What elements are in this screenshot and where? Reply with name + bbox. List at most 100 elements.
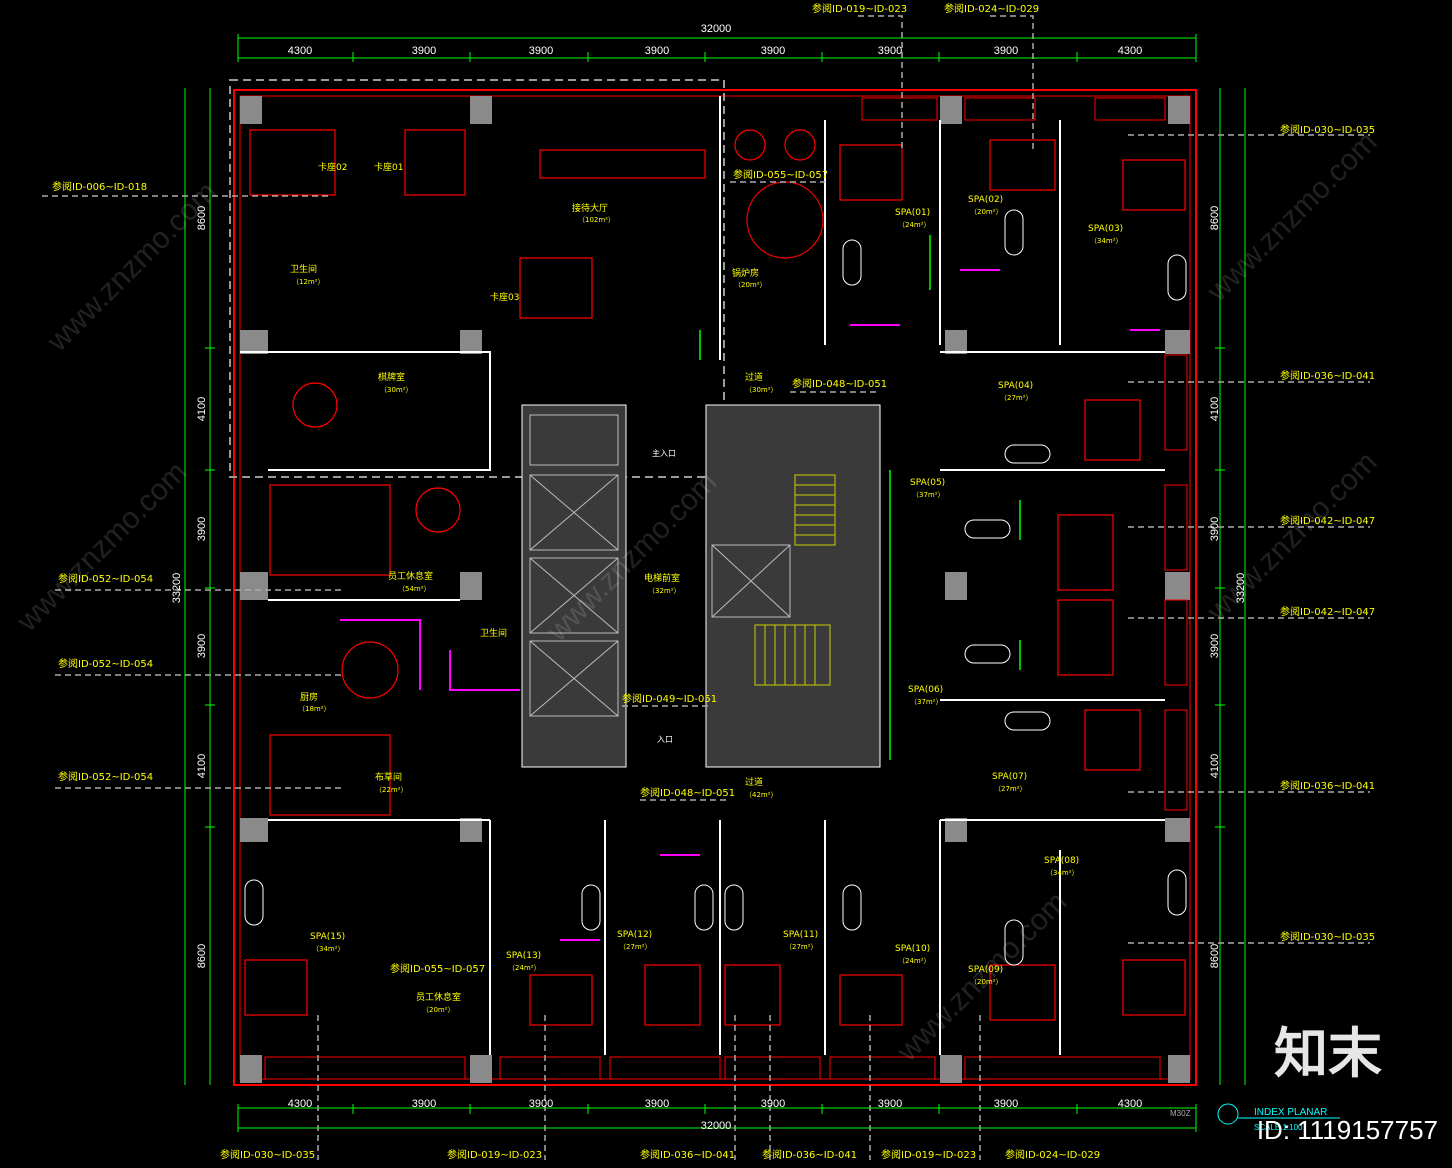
ref-left-4: 参阅ID-052~ID-054 (58, 770, 153, 783)
room-spa-06-area: （37m²） (910, 698, 943, 706)
dim-right-1: 8600 (1209, 206, 1221, 230)
room-spa-13: SPA(13) (506, 951, 541, 961)
ref-bottom-1: 参阅ID-030~ID-035 (220, 1148, 315, 1161)
room-spa-15-area: （34m²） (312, 945, 345, 953)
room-staff-rest2: 员工休息室 (416, 991, 461, 1003)
brand-watermark: 知末 (1274, 1022, 1382, 1085)
partitions (340, 269, 1160, 941)
dim-total-right: 33200 (1235, 573, 1247, 604)
ref-top-1: 参阅ID-019~ID-023 (812, 2, 907, 15)
ref-top-2: 参阅ID-024~ID-029 (944, 2, 1039, 15)
room-spa-03: SPA(03) (1088, 224, 1123, 234)
label-entrance: 入口 (657, 735, 673, 744)
room-spa-13-area: （24m²） (508, 964, 541, 972)
room-spa-04-area: （27m²） (1000, 394, 1033, 402)
dim-left-5: 4100 (196, 754, 208, 778)
room-corridor-top: 过道 (745, 371, 763, 383)
room-spa-09: SPA(09) (968, 965, 1003, 975)
ref-left-1: 参阅ID-006~ID-018 (52, 180, 147, 193)
room-kxiang01: 卡座01 (374, 161, 403, 173)
dim-top-1: 4300 (288, 45, 312, 57)
ref-left-2: 参阅ID-052~ID-054 (58, 572, 153, 585)
ref-inner-1: 参阅ID-055~ID-057 (733, 168, 828, 181)
dim-left-1: 8600 (196, 206, 208, 230)
index-title: INDEX PLANAR (1254, 1107, 1327, 1118)
index-sheet: M30Z (1170, 1109, 1191, 1118)
room-elevator: 电梯前室 (644, 572, 680, 584)
room-chess: 棋牌室 (378, 371, 405, 383)
room-toilet2: 卫生间 (480, 627, 507, 639)
room-spa-05: SPA(05) (910, 478, 945, 488)
room-spa-08-area: （34m²） (1046, 869, 1079, 877)
room-elevator-area: （32m²） (648, 587, 681, 595)
room-spa-11-area: （27m²） (785, 943, 818, 951)
dim-right-2: 4100 (1209, 397, 1221, 421)
dim-bottom-6: 3900 (878, 1098, 902, 1110)
index-tag: INDEX PLANAR SCALE 1:100 M30Z (1170, 1103, 1340, 1132)
dim-top-2: 3900 (412, 45, 436, 57)
ref-bottom-4: 参阅ID-036~ID-041 (762, 1148, 857, 1161)
room-spa-09-area: （20m²） (970, 978, 1003, 986)
dim-top-8: 4300 (1118, 45, 1142, 57)
dimension-lines (184, 34, 1246, 1132)
dim-bottom-5: 3900 (761, 1098, 785, 1110)
ref-left-3: 参阅ID-052~ID-054 (58, 657, 153, 670)
room-linen-area: （22m²） (375, 786, 408, 794)
dim-bottom-4: 3900 (645, 1098, 669, 1110)
room-spa-05-area: （37m²） (912, 491, 945, 499)
room-reception-area: （102m²） (578, 216, 615, 224)
room-chess-area: （30m²） (380, 386, 413, 394)
room-kxiang02: 卡座02 (318, 161, 347, 173)
ref-bottom-2: 参阅ID-019~ID-023 (447, 1148, 542, 1161)
room-staff-rest-area: （54m²） (398, 585, 431, 593)
ref-bottom-3: 参阅ID-036~ID-041 (640, 1148, 735, 1161)
ref-inner-3: 参阅ID-049~ID-051 (622, 692, 717, 705)
room-kxiang03: 卡座03 (490, 291, 519, 303)
room-spa-12: SPA(12) (617, 930, 652, 940)
dim-total-left: 33200 (171, 573, 183, 604)
dim-left-4: 3900 (196, 634, 208, 658)
room-spa-10: SPA(10) (895, 944, 930, 954)
room-spa-07: SPA(07) (992, 772, 1027, 782)
room-corridor-bottom: 过道 (745, 776, 763, 788)
room-toilet1: 卫生间 (290, 263, 317, 275)
room-spa-03-area: （34m²） (1090, 237, 1123, 245)
room-corridor-top-area: （30m²） (745, 386, 778, 394)
dim-left-2: 4100 (196, 397, 208, 421)
central-core (521, 404, 881, 768)
room-spa-07-area: （27m²） (994, 785, 1027, 793)
interior-walls (240, 96, 1165, 1055)
dim-left-3: 3900 (196, 517, 208, 541)
room-toilet1-area: （12m²） (292, 278, 325, 286)
ref-right-2: 参阅ID-036~ID-041 (1280, 369, 1375, 382)
dim-left-6: 8600 (196, 944, 208, 968)
room-spa-06: SPA(06) (908, 685, 943, 695)
id-watermark: ID: 1119157757 (1256, 1115, 1438, 1145)
dim-bottom-7: 3900 (994, 1098, 1018, 1110)
room-spa-02: SPA(02) (968, 195, 1003, 205)
bathtubs (244, 209, 1187, 966)
room-kitchen: 厨房 (300, 691, 318, 703)
glazing (699, 235, 1021, 760)
dim-bottom-3: 3900 (529, 1098, 553, 1110)
dim-bottom-2: 3900 (412, 1098, 436, 1110)
room-spa-08: SPA(08) (1044, 856, 1079, 866)
ref-bottom-6: 参阅ID-024~ID-029 (1005, 1148, 1100, 1161)
room-boiler: 锅炉房 (732, 267, 759, 279)
ref-bottom-5: 参阅ID-019~ID-023 (881, 1148, 976, 1161)
room-corridor-bottom-area: （42m²） (745, 791, 778, 799)
room-spa-10-area: （24m²） (898, 957, 931, 965)
dim-top-7: 3900 (994, 45, 1018, 57)
public-zone-outline (229, 79, 725, 478)
room-staff-rest2-area: （20m²） (422, 1006, 455, 1014)
index-scale: SCALE 1:100 (1254, 1123, 1303, 1132)
ref-right-3: 参阅ID-042~ID-047 (1280, 514, 1375, 527)
label-main-entrance: 主入口 (652, 448, 676, 458)
dim-top-5: 3900 (761, 45, 785, 57)
columns (240, 96, 1190, 1083)
room-spa-01: SPA(01) (895, 208, 930, 218)
room-boiler-area: （20m²） (734, 281, 767, 289)
window-bands (264, 97, 1188, 1080)
dim-total-top: 32000 (701, 23, 732, 35)
room-spa-15: SPA(15) (310, 932, 345, 942)
